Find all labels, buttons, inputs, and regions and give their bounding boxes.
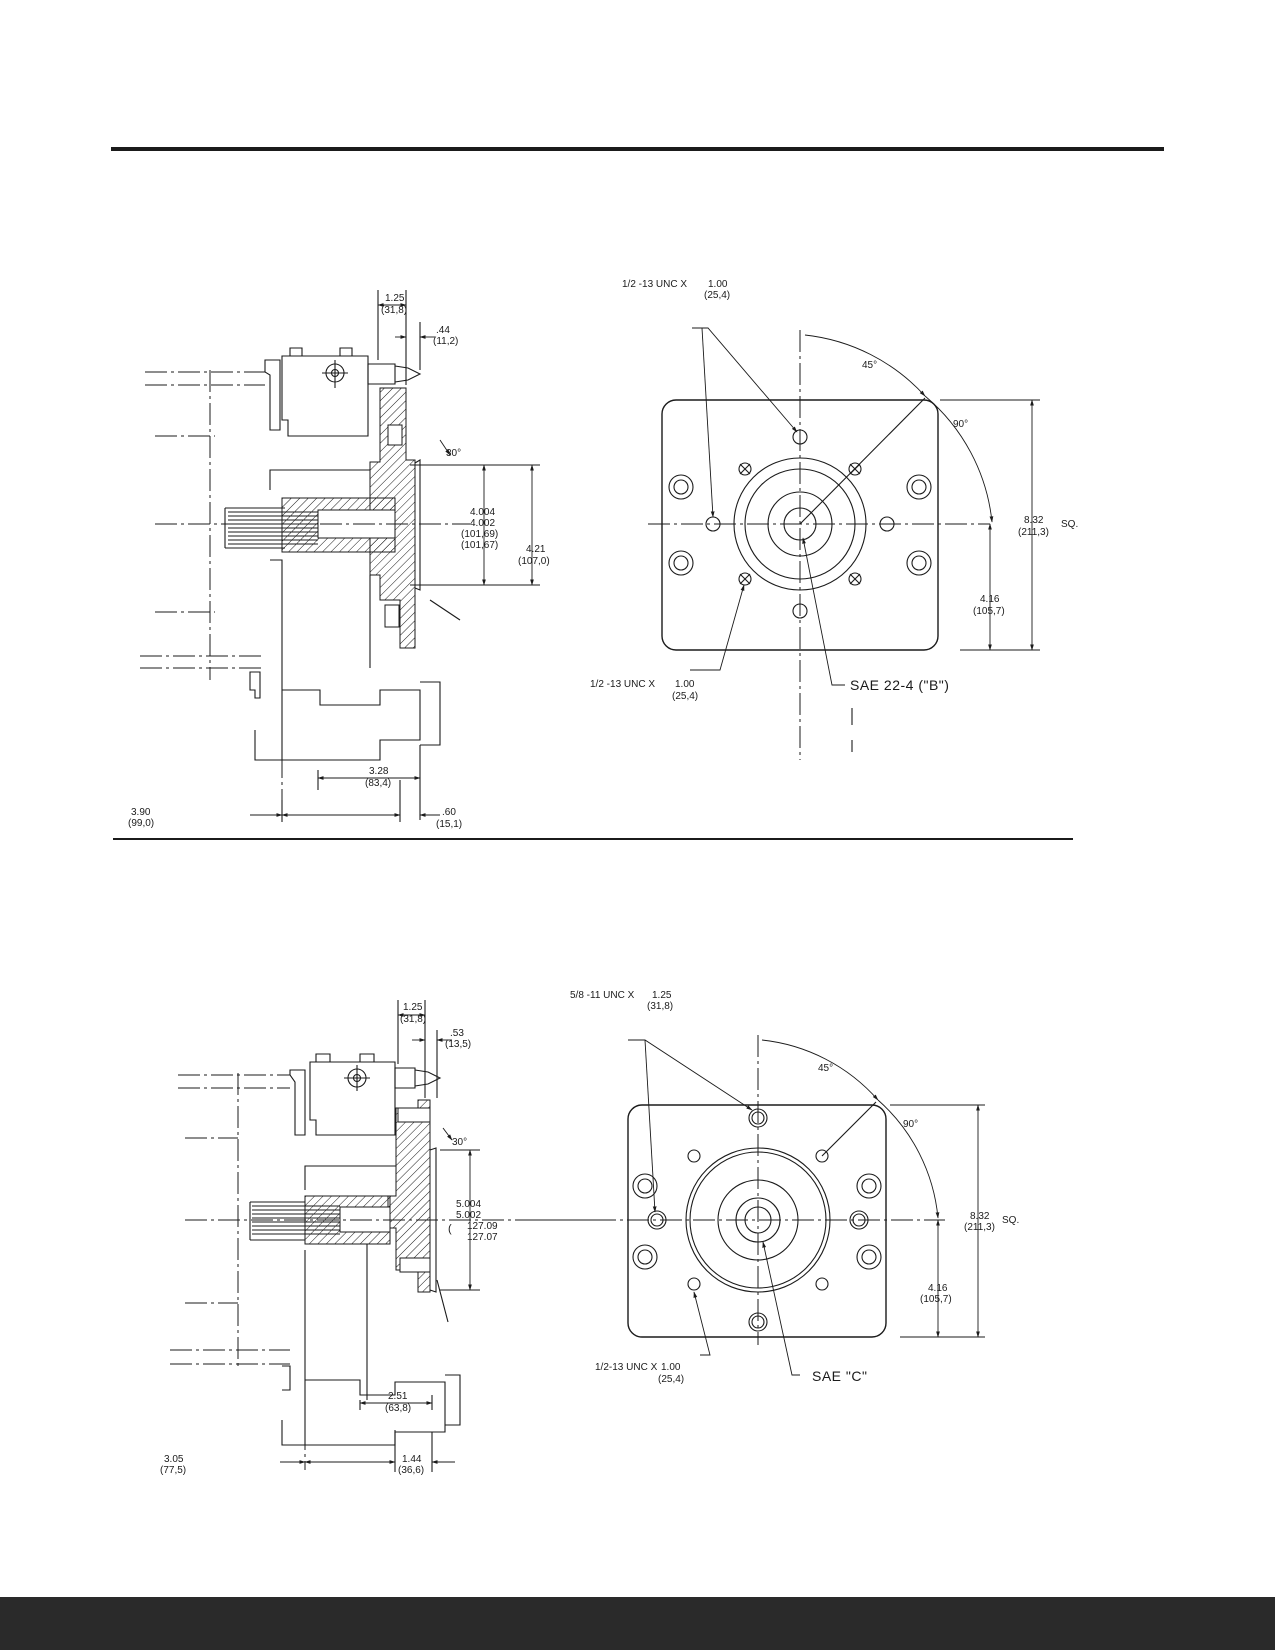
plate-size-mm-b: (211,3) xyxy=(964,1222,995,1233)
callout-top-len-a: 1.00 xyxy=(708,279,728,290)
dim-flange-thickness-a: .44 xyxy=(436,325,450,336)
half-size-mm-a: (105,7) xyxy=(973,606,1005,617)
sae-label-b: SAE "C" xyxy=(812,1368,867,1384)
dim-flange-thickness-mm-b: (13,5) xyxy=(445,1039,471,1050)
dim-flange-width-a: 1.25 xyxy=(385,293,405,304)
dim-flange-width-mm-b: (31,8) xyxy=(400,1014,426,1025)
footer-bar xyxy=(0,1597,1275,1650)
plate-size-mm-a: (211,3) xyxy=(1018,527,1049,538)
front-view-a: 1/2 -13 UNC X 1.00 (25,4) 45° 90° 8.32 (… xyxy=(590,279,1078,760)
callout-top-b: 5/8 -11 UNC X xyxy=(570,990,635,1001)
dim-flange-width-mm-a: (31,8) xyxy=(381,305,407,316)
top-rule xyxy=(111,147,1164,151)
dim-coupling-a: 3.28 xyxy=(369,766,389,777)
dim-overall-b: 3.05 xyxy=(164,1454,184,1465)
front-view-b: 5/8 -11 UNC X 1.25 (31,8) 45° 90° 8.32 (… xyxy=(528,990,1019,1385)
sae-label-a: SAE 22-4 ("B") xyxy=(850,677,949,693)
side-view-a: 1.25 (31,8) .44 (11,2) 30° 4.004 4.002 (… xyxy=(128,290,550,830)
plate-size-b: 8.32 xyxy=(970,1211,990,1222)
half-size-b: 4.16 xyxy=(928,1283,948,1294)
half-size-a: 4.16 xyxy=(980,594,1000,605)
angle-45-a: 45° xyxy=(862,360,877,371)
dim-shaft-mm-b: (36,6) xyxy=(398,1465,424,1476)
half-size-mm-b: (105,7) xyxy=(920,1294,952,1305)
callout-bot-b: 1/2-13 UNC X xyxy=(595,1362,658,1373)
spline-shaft-b xyxy=(249,1201,340,1241)
dim-coupling-mm-b: (63,8) xyxy=(385,1403,411,1414)
pilot-dia-min-b: 5.002 xyxy=(456,1210,481,1221)
angle-90-a: 90° xyxy=(953,419,968,430)
pilot-dia-max-b: 5.004 xyxy=(456,1199,481,1210)
dim-shaft-b: 1.44 xyxy=(402,1454,422,1465)
dim-overall-mm-b: (77,5) xyxy=(160,1465,186,1476)
dim-coupling-b: 2.51 xyxy=(388,1391,408,1402)
callout-bot-a: 1/2 -13 UNC X xyxy=(590,679,655,690)
callout-top-mm-b: (31,8) xyxy=(647,1001,673,1012)
dim-flange-thickness-mm-a: (11,2) xyxy=(433,336,458,347)
dim-flange-width-b: 1.25 xyxy=(403,1002,423,1013)
pilot-dia-max-a: 4.004 xyxy=(470,507,495,518)
dim-coupling-mm-a: (83,4) xyxy=(365,778,391,789)
dim-shaft-mm-a: (15,1) xyxy=(436,819,462,830)
angle-90-b: 90° xyxy=(903,1119,918,1130)
pilot-dia-max-mm-b: 127.09 xyxy=(467,1221,498,1232)
callout-top-mm-a: (25,4) xyxy=(704,290,730,301)
chamfer-angle-a: 30° xyxy=(446,448,461,459)
chamfer-angle-b: 30° xyxy=(452,1137,467,1148)
dim-overall-mm-a: (99,0) xyxy=(128,818,154,829)
callout-bot-mm-b: (25,4) xyxy=(658,1374,684,1385)
callout-bot-len-b: 1.00 xyxy=(661,1362,681,1373)
callout-bot-len-a: 1.00 xyxy=(675,679,695,690)
pilot-dia-min-a: 4.002 xyxy=(470,518,495,529)
callout-top-len-b: 1.25 xyxy=(652,990,672,1001)
plate-sq-tag-a: SQ. xyxy=(1061,519,1078,530)
side-view-b: 1.25 (31,8) .53 (13,5) 30° 5.004 5.002 (… xyxy=(160,1000,600,1476)
dim-shaft-a: .60 xyxy=(442,807,456,818)
pilot-paren: ( xyxy=(448,1223,452,1235)
pilot-height-mm-a: (107,0) xyxy=(518,556,550,567)
pilot-dia-min-mm-b: 127.07 xyxy=(467,1232,498,1243)
plate-size-a: 8.32 xyxy=(1024,515,1044,526)
pilot-dia-min-mm-a: (101,67) xyxy=(461,540,498,551)
dim-flange-thickness-b: .53 xyxy=(450,1028,464,1039)
pilot-dia-max-mm-a: (101,69) xyxy=(461,529,498,540)
callout-bot-mm-a: (25,4) xyxy=(672,691,698,702)
callout-top-a: 1/2 -13 UNC X xyxy=(622,279,687,290)
pilot-height-a: 4.21 xyxy=(526,544,546,555)
plate-sq-tag-b: SQ. xyxy=(1002,1215,1019,1226)
angle-45-b: 45° xyxy=(818,1063,833,1074)
dim-overall-a: 3.90 xyxy=(131,807,151,818)
